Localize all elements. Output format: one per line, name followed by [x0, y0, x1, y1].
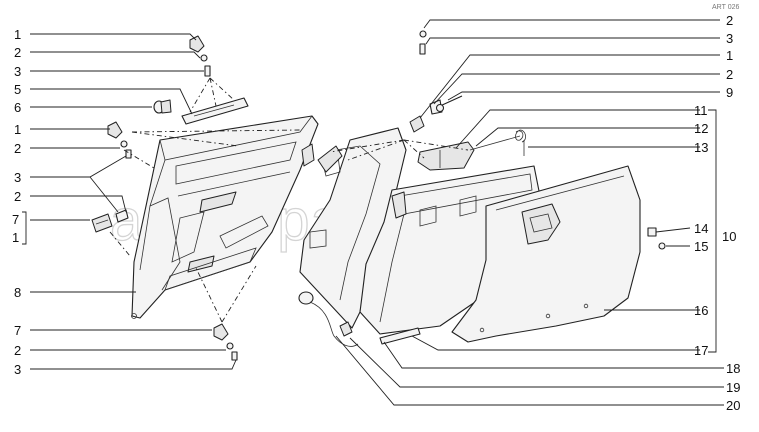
label-part-3: 3: [14, 64, 21, 79]
lamp-cable-19-20: [298, 291, 359, 347]
bulb-6: [153, 99, 172, 114]
label-part-3: 3: [14, 362, 21, 377]
latch-7-left: [91, 209, 129, 233]
label-part-18: 18: [726, 361, 740, 376]
label-part-11: 11: [694, 103, 708, 118]
label-part-2: 2: [14, 189, 21, 204]
label-part-1: 1: [12, 230, 19, 245]
label-part-2: 2: [726, 67, 733, 82]
labels-left: 1 2 3 5 6 1 2 3 2 7 1 8 7 2 3: [12, 27, 21, 377]
label-part-2: 2: [14, 343, 21, 358]
leader-lines: [22, 19, 724, 406]
label-part-3: 3: [14, 170, 21, 185]
label-part-5: 5: [14, 82, 21, 97]
label-part-12: 12: [694, 121, 708, 136]
hinge-bracket-11: [417, 141, 475, 171]
label-part-7: 7: [14, 323, 21, 338]
clip-bottom-left: [213, 323, 238, 361]
label-part-1: 1: [14, 27, 21, 42]
label-part-3: 3: [726, 31, 733, 46]
glovebox-lid-16: [451, 165, 641, 343]
label-part-15: 15: [694, 239, 708, 254]
label-part-17: 17: [694, 343, 708, 358]
bolt-9: [435, 95, 463, 113]
clip-top-right: [409, 30, 443, 133]
label-part-14: 14: [694, 221, 708, 236]
label-part-2: 2: [726, 13, 733, 28]
label-part-6: 6: [14, 100, 21, 115]
label-part-7: 7: [12, 212, 19, 227]
pin-18: [379, 327, 421, 345]
label-part-10: 10: [722, 229, 736, 244]
label-part-16: 16: [694, 303, 708, 318]
label-part-20: 20: [726, 398, 740, 413]
corner-mark: ART 026: [712, 4, 739, 11]
label-part-1: 1: [14, 122, 21, 137]
spring-rod-12-13: [469, 129, 526, 156]
fasteners-14-15: [647, 227, 666, 250]
label-part-2: 2: [14, 141, 21, 156]
label-part-9: 9: [726, 85, 733, 100]
labels-right: 2 3 1 2 9 11 12 13 14 10 15 16 17 18 19 …: [694, 13, 740, 413]
label-part-1: 1: [726, 48, 733, 63]
label-part-13: 13: [694, 140, 708, 155]
group-bracket-10: [708, 109, 717, 353]
plate-5: [181, 97, 249, 125]
label-part-19: 19: [726, 380, 740, 395]
clip-top-left: [189, 35, 211, 77]
label-part-8: 8: [14, 285, 21, 300]
label-part-2: 2: [14, 45, 21, 60]
left-glovebox-panel: [131, 115, 319, 319]
